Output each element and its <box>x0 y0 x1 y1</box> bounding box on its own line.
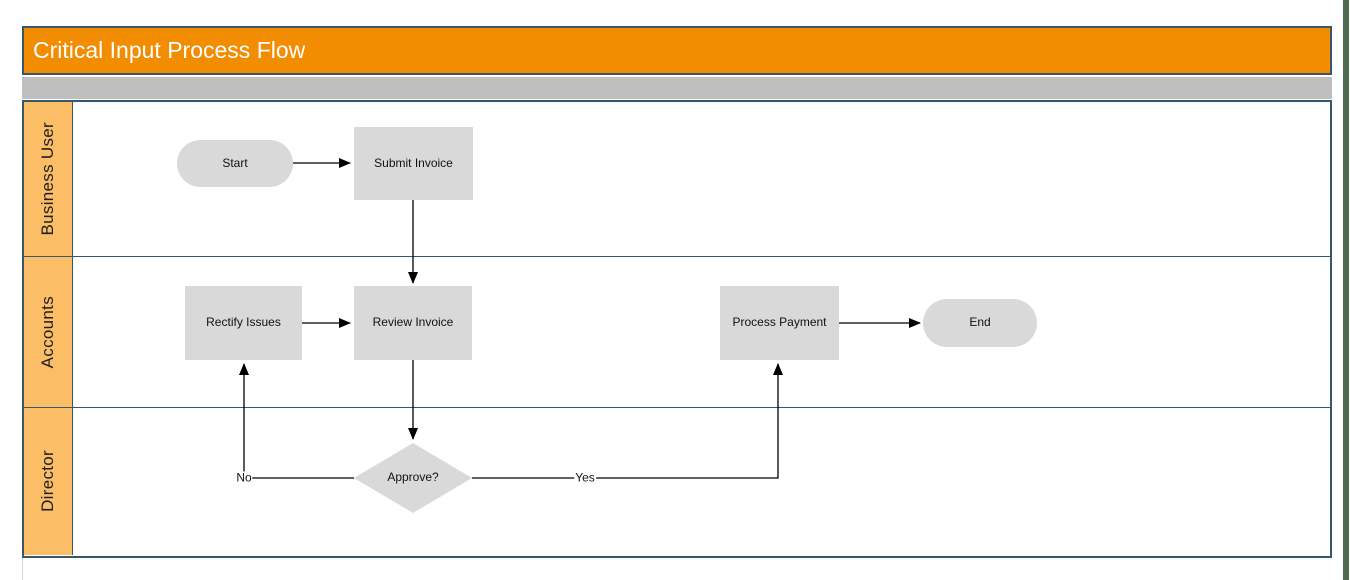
node-label: Review Invoice <box>372 315 454 330</box>
node-label: Start <box>222 155 248 170</box>
lane-accounts: Accounts <box>24 257 1330 407</box>
node-end[interactable]: End <box>923 299 1037 347</box>
lane-body <box>73 408 1330 555</box>
lane-label: Business User <box>38 122 57 236</box>
page-title: Critical Input Process Flow <box>33 37 306 63</box>
lane-header-business-user: Business User <box>24 102 73 256</box>
edge-label-no: No <box>235 470 253 485</box>
node-label: Approve? <box>387 470 439 485</box>
lane-business-user: Business User <box>24 102 1330 256</box>
edge-label-yes: Yes <box>574 470 596 485</box>
lane-label: Accounts <box>38 295 57 368</box>
lane-label: Director <box>38 450 57 512</box>
title-bar: Critical Input Process Flow <box>22 26 1332 75</box>
lane-divider <box>24 256 1330 257</box>
lane-director: Director <box>24 407 1330 555</box>
lane-header-accounts: Accounts <box>24 257 73 407</box>
node-label: Submit Invoice <box>374 155 453 170</box>
accent-strip <box>1343 0 1349 580</box>
subtitle-band <box>22 77 1332 99</box>
node-label: Process Payment <box>732 315 827 330</box>
node-label: Rectify Issues <box>206 315 281 330</box>
node-start[interactable]: Start <box>177 140 293 187</box>
node-submit-invoice[interactable]: Submit Invoice <box>354 127 473 200</box>
gridline <box>22 558 23 580</box>
node-rectify-issues[interactable]: Rectify Issues <box>185 286 302 360</box>
lane-header-director: Director <box>24 407 73 555</box>
node-process-payment[interactable]: Process Payment <box>720 286 839 360</box>
node-review-invoice[interactable]: Review Invoice <box>354 286 472 360</box>
node-label: End <box>969 315 991 330</box>
